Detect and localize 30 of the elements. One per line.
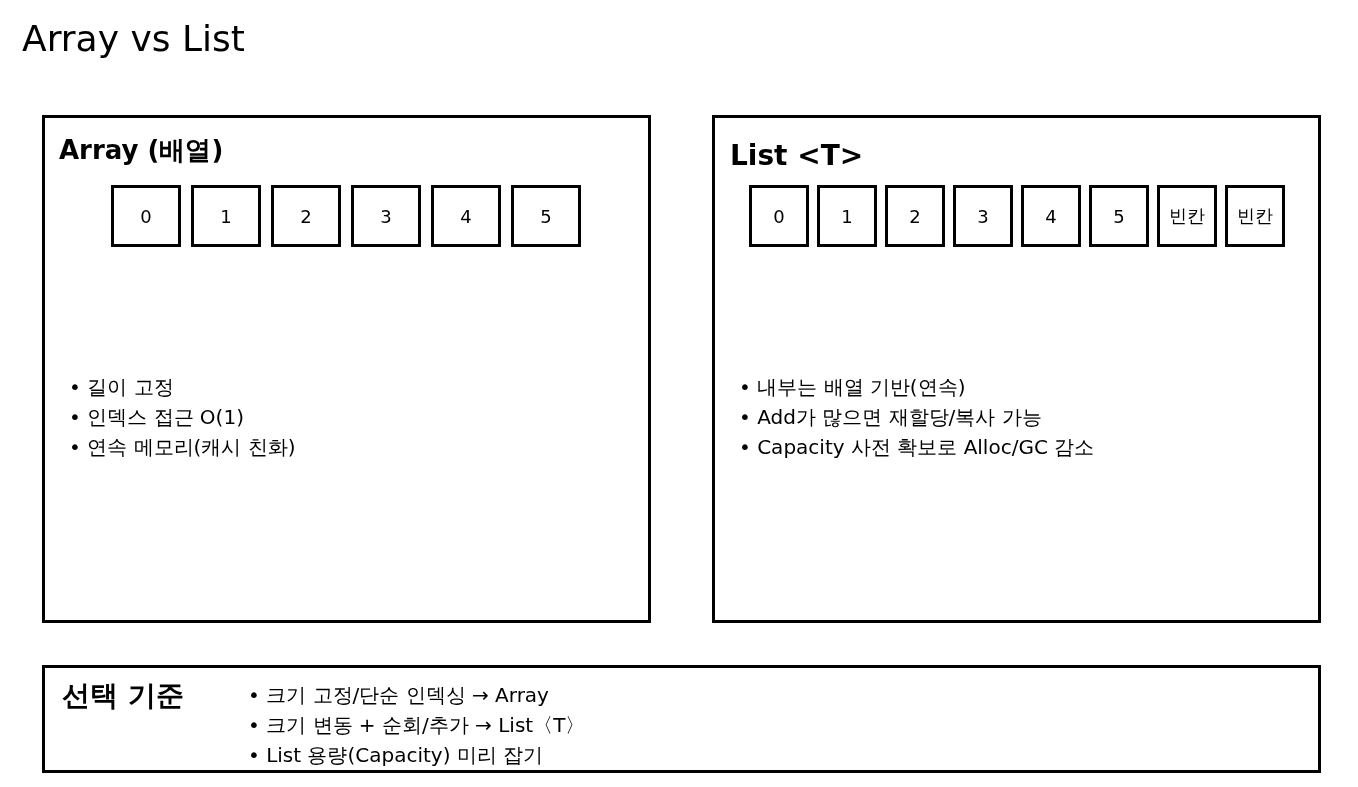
panel: [712, 115, 1321, 623]
panel-heading: 선택 기준: [62, 678, 184, 714]
slot-cell: 3: [953, 185, 1013, 247]
slot-cell: 0: [749, 185, 809, 247]
slot-cell: 5: [511, 185, 581, 247]
bullet-item: • 내부는 배열 기반(연속): [739, 374, 966, 401]
slot-cell: 4: [431, 185, 501, 247]
slot-cell: 3: [351, 185, 421, 247]
bullet-item: • 크기 변동 + 순회/추가 → List〈T〉: [248, 712, 586, 739]
slot-cell: 빈칸: [1157, 185, 1217, 247]
slot-cell: 2: [885, 185, 945, 247]
slot-cell: 1: [817, 185, 877, 247]
slot-cell: 0: [111, 185, 181, 247]
bullet-item: • Capacity 사전 확보로 Alloc/GC 감소: [739, 434, 1095, 461]
slot-cell: 4: [1021, 185, 1081, 247]
slot-cell: 5: [1089, 185, 1149, 247]
slot-cell: 1: [191, 185, 261, 247]
panel-heading: Array (배열): [59, 134, 224, 167]
bullet-item: • 인덱스 접근 O(1): [69, 404, 244, 431]
bullet-item: • Add가 많으면 재할당/복사 가능: [739, 404, 1042, 431]
slot-cell: 빈칸: [1225, 185, 1285, 247]
page-title: Array vs List: [22, 17, 245, 61]
bullet-item: • List 용량(Capacity) 미리 잡기: [248, 742, 544, 769]
panel-heading: List <T>: [730, 138, 864, 174]
slot-cell: 2: [271, 185, 341, 247]
bullet-item: • 연속 메모리(캐시 친화): [69, 434, 296, 461]
bullet-item: • 길이 고정: [69, 374, 174, 401]
panel: [42, 665, 1321, 773]
panel: [42, 115, 651, 623]
bullet-item: • 크기 고정/단순 인덱싱 → Array: [248, 682, 549, 709]
